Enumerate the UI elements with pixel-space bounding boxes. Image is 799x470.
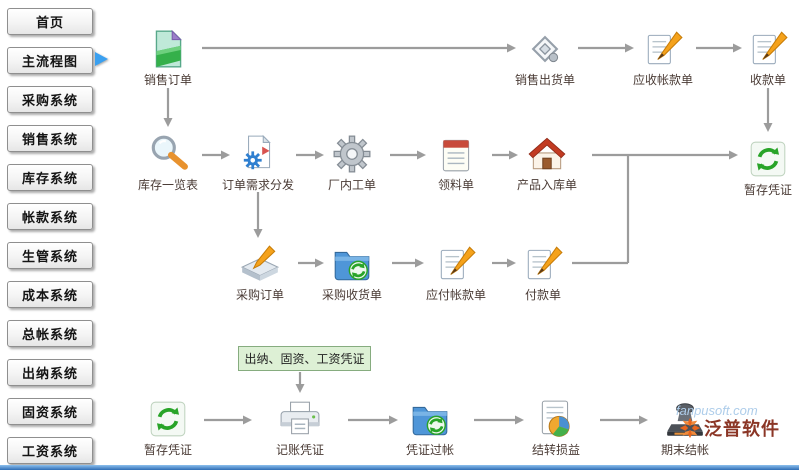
flow-node-label: 记账凭证 bbox=[275, 443, 324, 457]
folder-sync-icon bbox=[409, 398, 451, 440]
flow-node-receipt[interactable]: 收款单 bbox=[720, 28, 799, 88]
pen-doc-icon bbox=[522, 243, 564, 285]
flow-node-temp-voucher-bottom[interactable]: 暂存凭证 bbox=[120, 398, 216, 458]
flow-node-purchase-order[interactable]: 采购订单 bbox=[212, 243, 308, 303]
flow-arrowhead bbox=[253, 229, 263, 238]
flow-node-sales-shipment[interactable]: 销售出货单 bbox=[497, 28, 593, 88]
flow-node-label: 暂存凭证 bbox=[143, 443, 192, 457]
flow-node-voucher-posting[interactable]: 凭证过帐 bbox=[382, 398, 478, 458]
flow-node-label: 应付帐款单 bbox=[425, 288, 486, 302]
sidebar-item-inventory[interactable]: 库存系统 bbox=[7, 164, 93, 191]
flow-node-sales-order[interactable]: 销售订单 bbox=[120, 28, 216, 88]
folder-sync-icon bbox=[331, 243, 373, 285]
flow-node-label: 付款单 bbox=[524, 288, 561, 302]
pen-doc-icon bbox=[435, 243, 477, 285]
recycle-icon bbox=[747, 138, 789, 180]
pie-doc-icon bbox=[535, 398, 577, 440]
flow-node-temp-voucher-right[interactable]: 暂存凭证 bbox=[720, 138, 799, 198]
flow-arrowhead bbox=[507, 258, 516, 268]
flow-node-label: 库存一览表 bbox=[137, 178, 198, 192]
sidebar: 首页主流程图采购系统销售系统库存系统帐款系统生管系统成本系统总帐系统出纳系统固资… bbox=[0, 0, 110, 470]
notepad-icon bbox=[435, 133, 477, 175]
flow-node-journal-voucher[interactable]: 记账凭证 bbox=[252, 398, 348, 458]
flow-node-label: 销售出货单 bbox=[514, 73, 575, 87]
voucher-note-box: 出纳、固资、工资凭证 bbox=[238, 346, 371, 371]
flow-node-factory-workorder[interactable]: 厂内工单 bbox=[304, 133, 400, 193]
flow-arrowhead bbox=[315, 258, 324, 268]
flow-node-payment[interactable]: 付款单 bbox=[495, 243, 591, 303]
flow-arrowhead bbox=[389, 415, 398, 425]
sidebar-item-purchasing[interactable]: 采购系统 bbox=[7, 86, 93, 113]
fanpu-logo-text: 泛普软件 bbox=[704, 419, 780, 439]
sidebar-item-home[interactable]: 首页 bbox=[7, 8, 93, 35]
flow-node-label: 采购订单 bbox=[235, 288, 284, 302]
sidebar-item-cashier[interactable]: 出纳系统 bbox=[7, 359, 93, 386]
sidebar-item-fixed-assets[interactable]: 固资系统 bbox=[7, 398, 93, 425]
flow-arrowhead bbox=[733, 43, 742, 53]
flow-arrowhead bbox=[417, 150, 426, 160]
flow-node-label: 暂存凭证 bbox=[743, 183, 792, 197]
flow-arrowhead bbox=[509, 150, 518, 160]
flow-arrowhead bbox=[507, 43, 516, 53]
flow-arrowhead bbox=[625, 43, 634, 53]
gear-icon bbox=[331, 133, 373, 175]
sidebar-item-payroll[interactable]: 工资系统 bbox=[7, 437, 93, 464]
diamond-card-icon bbox=[524, 28, 566, 70]
flow-node-label: 收款单 bbox=[749, 73, 786, 87]
fanpu-logo-icon bbox=[678, 416, 702, 440]
doc-sales-icon bbox=[147, 28, 189, 70]
recycle-icon bbox=[147, 398, 189, 440]
flow-node-label: 结转损益 bbox=[531, 443, 580, 457]
flow-arrowhead bbox=[221, 150, 230, 160]
flow-node-label: 厂内工单 bbox=[327, 178, 376, 192]
flow-arrowhead bbox=[243, 415, 252, 425]
house-icon bbox=[526, 133, 568, 175]
printer-icon bbox=[279, 398, 321, 440]
sidebar-item-accounts[interactable]: 帐款系统 bbox=[7, 203, 93, 230]
bottom-bar bbox=[0, 465, 799, 470]
flow-node-order-dispatch[interactable]: 订单需求分发 bbox=[210, 133, 306, 193]
flow-node-product-inbound[interactable]: 产品入库单 bbox=[499, 133, 595, 193]
flow-arrowhead bbox=[295, 384, 305, 393]
flow-node-purchase-receipt[interactable]: 采购收货单 bbox=[304, 243, 400, 303]
flow-node-label: 应收帐款单 bbox=[632, 73, 693, 87]
scanner-pen-icon bbox=[239, 243, 281, 285]
flow-node-label: 领料单 bbox=[437, 178, 474, 192]
flow-node-label: 凭证过帐 bbox=[405, 443, 454, 457]
magnifier-icon bbox=[147, 133, 189, 175]
flow-arrowhead bbox=[729, 150, 738, 160]
flow-arrowhead bbox=[639, 415, 648, 425]
active-item-pointer-icon bbox=[95, 52, 108, 66]
flow-node-profit-carryover[interactable]: 结转损益 bbox=[508, 398, 604, 458]
flow-node-label: 订单需求分发 bbox=[221, 178, 294, 192]
flow-node-inventory-list[interactable]: 库存一览表 bbox=[120, 133, 216, 193]
pen-doc-icon bbox=[747, 28, 789, 70]
flow-node-label: 采购收货单 bbox=[321, 288, 382, 302]
sidebar-item-cost[interactable]: 成本系统 bbox=[7, 281, 93, 308]
dispatch-icon bbox=[237, 133, 279, 175]
watermark-text: fanpusoft.com bbox=[676, 403, 758, 418]
flow-node-material-requisition[interactable]: 领料单 bbox=[408, 133, 504, 193]
sidebar-item-general-ledger[interactable]: 总帐系统 bbox=[7, 320, 93, 347]
fanpu-logo: 泛普软件 bbox=[678, 415, 780, 441]
pen-doc-icon bbox=[642, 28, 684, 70]
flow-arrowhead bbox=[515, 415, 524, 425]
sidebar-item-main-flowchart[interactable]: 主流程图 bbox=[7, 47, 93, 74]
flow-node-label: 销售订单 bbox=[143, 73, 192, 87]
flow-arrowhead bbox=[163, 118, 173, 127]
flow-node-label: 期末结帐 bbox=[660, 443, 709, 457]
flow-arrowhead bbox=[763, 123, 773, 132]
flow-node-receivable[interactable]: 应收帐款单 bbox=[615, 28, 711, 88]
sidebar-item-production[interactable]: 生管系统 bbox=[7, 242, 93, 269]
sidebar-item-sales[interactable]: 销售系统 bbox=[7, 125, 93, 152]
flow-node-payable[interactable]: 应付帐款单 bbox=[408, 243, 504, 303]
flow-node-label: 产品入库单 bbox=[516, 178, 577, 192]
flow-arrowhead bbox=[415, 258, 424, 268]
flow-arrowhead bbox=[315, 150, 324, 160]
